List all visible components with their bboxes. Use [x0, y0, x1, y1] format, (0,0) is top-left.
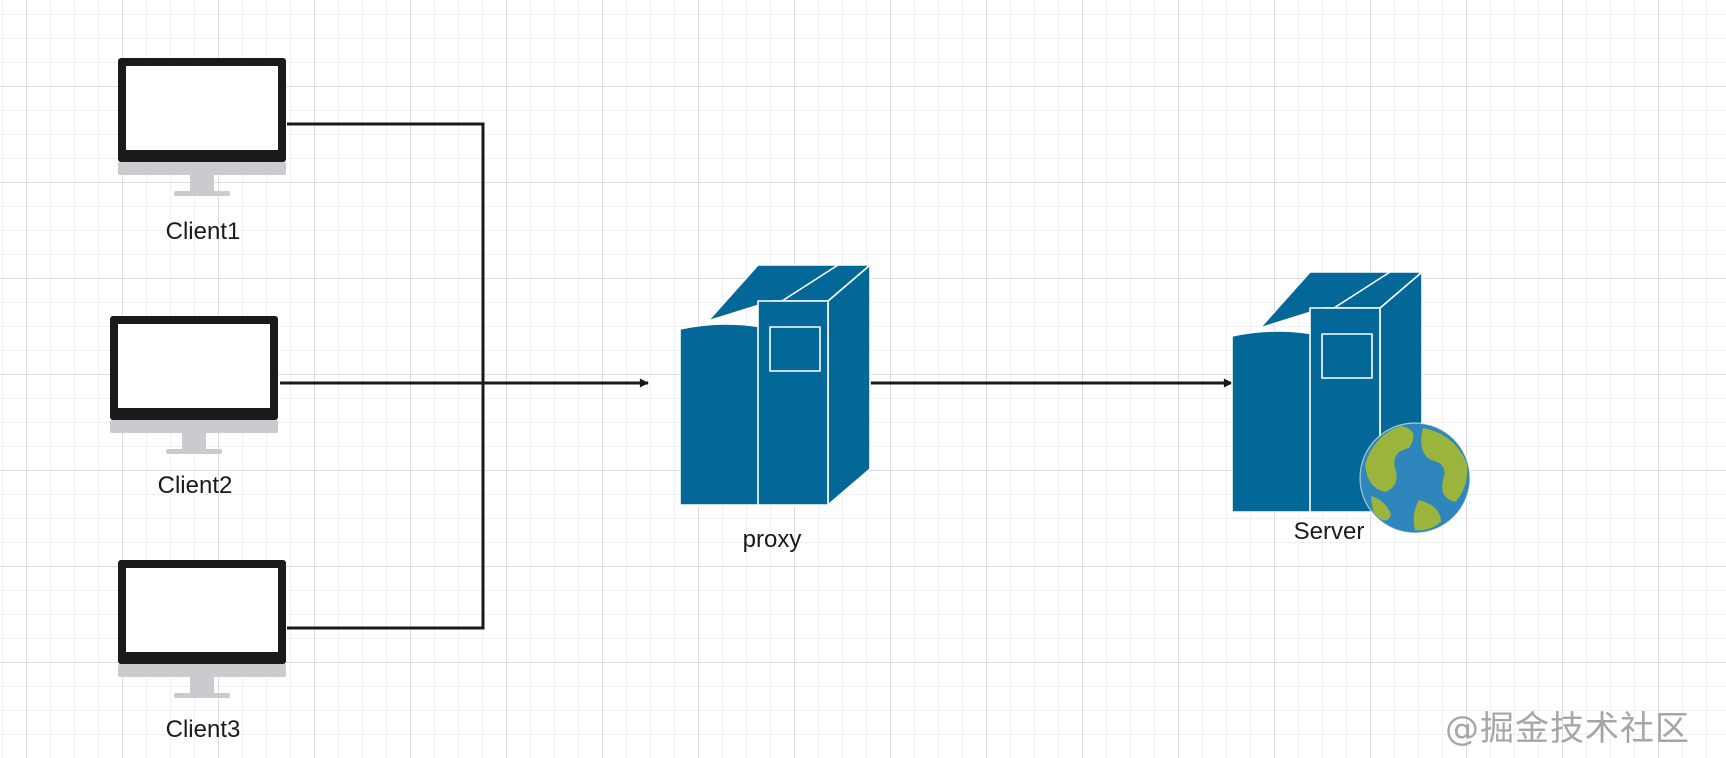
client3-monitor-icon[interactable] — [118, 560, 286, 698]
globe-icon — [1359, 422, 1471, 534]
watermark-text: @掘金技术社区 — [1445, 709, 1690, 749]
server-label: Server — [1293, 518, 1365, 545]
client1-monitor-icon[interactable] — [118, 58, 286, 196]
client2-label: Client2 — [157, 472, 233, 499]
connectors — [280, 122, 1233, 630]
proxy-server-icon[interactable] — [679, 264, 871, 506]
client1-label: Client1 — [165, 218, 241, 245]
edge-client1-trunk — [287, 122, 485, 630]
client3-label: Client3 — [165, 716, 241, 743]
proxy-label: proxy — [742, 526, 802, 553]
client2-monitor-icon[interactable] — [110, 316, 278, 454]
